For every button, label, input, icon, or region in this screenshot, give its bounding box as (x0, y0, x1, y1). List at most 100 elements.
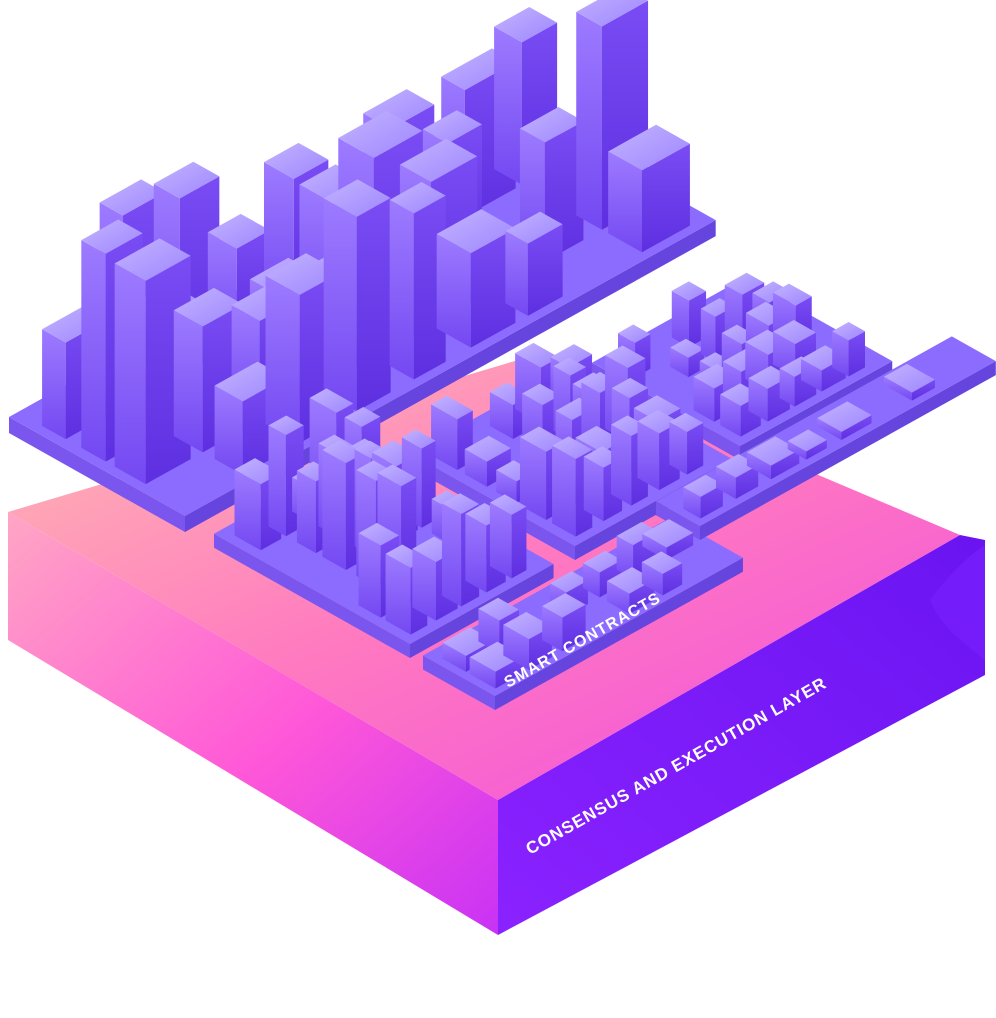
building-top-face (519, 107, 584, 143)
platform-side-left (656, 501, 700, 540)
building-top-face (605, 345, 646, 369)
building-left-face (173, 310, 203, 453)
building-left-face (385, 553, 411, 635)
building-top-face (436, 209, 516, 254)
building-left-face (389, 199, 414, 380)
building-top-face (522, 383, 561, 406)
building-top-face (489, 494, 527, 515)
building-top-face (642, 519, 694, 548)
building-93 (489, 494, 527, 579)
building-52 (464, 435, 511, 487)
building-right-face (470, 228, 516, 348)
building-110 (883, 363, 935, 401)
building-left-face (358, 533, 381, 618)
building-left-face (265, 275, 300, 444)
building-top-face (464, 435, 511, 462)
building-left-face (746, 452, 772, 480)
base-right-face (498, 535, 985, 935)
building-left-face (503, 624, 529, 670)
building-left-face (883, 376, 912, 401)
building-right-face (848, 331, 866, 377)
building-right-face (511, 506, 527, 579)
building-left-face (494, 26, 522, 185)
building-28 (608, 124, 690, 253)
building-left-face (779, 368, 795, 407)
building-left-face (442, 642, 466, 672)
building-top-face (153, 161, 220, 199)
building-top-face (207, 213, 270, 249)
building-top-face (683, 474, 723, 497)
building-left-face (671, 290, 690, 348)
building-top-face (616, 522, 658, 546)
building-47 (832, 322, 866, 377)
building-top-face (633, 395, 681, 422)
building-top-face (401, 429, 436, 449)
building-right-face (486, 448, 511, 487)
building-right-face (911, 379, 935, 401)
building-top-face (322, 439, 364, 464)
building-right-face (700, 484, 723, 519)
building-top-face (553, 357, 587, 376)
building-left-face (412, 548, 436, 621)
building-top-face (503, 611, 552, 640)
building-top-face (431, 395, 473, 420)
building-left-face (832, 331, 849, 377)
building-left-face (505, 230, 528, 316)
building-top-face (748, 365, 790, 389)
building-left-face (81, 240, 106, 462)
building-top-face (478, 597, 519, 621)
building-left-face (669, 421, 688, 475)
building-top-face (608, 124, 690, 171)
platform-side-left (423, 655, 495, 710)
building-top-face (542, 593, 586, 618)
building-right-face (687, 422, 704, 475)
building-top-face (617, 324, 651, 343)
building-top-face (442, 493, 480, 515)
building-left-face (700, 308, 716, 363)
building-left-face (431, 404, 458, 471)
building-right-face (735, 465, 759, 499)
building-top-face (358, 522, 399, 546)
building-right-face (495, 656, 524, 689)
building-left-face (520, 437, 547, 520)
building-27 (505, 211, 563, 316)
building-left-face (637, 421, 660, 491)
building-top-face (505, 211, 563, 244)
building-top-face (494, 6, 558, 43)
building-left-face (801, 358, 822, 392)
building-top-face (338, 110, 423, 158)
building-right-face (666, 532, 694, 561)
building-left-face (552, 445, 576, 537)
building-top-face (81, 219, 143, 254)
building-right-face (662, 563, 683, 596)
building-top-face (576, 0, 649, 27)
building-top-face (832, 322, 866, 341)
building-top-face (883, 363, 935, 393)
building-left-face (608, 151, 642, 253)
building-right-face (806, 439, 827, 460)
building-107 (746, 436, 800, 480)
building-left-face (464, 449, 487, 487)
platform-side-left (214, 533, 410, 658)
building-top-face (637, 409, 680, 434)
building-left-face (616, 535, 634, 579)
building-left-face (296, 470, 316, 554)
building-top-face (549, 571, 588, 593)
building-left-face (478, 608, 500, 654)
building-top-face (787, 429, 827, 452)
building-108 (787, 429, 827, 460)
buildings (42, 0, 935, 689)
building-left-face (606, 581, 630, 614)
building-top-face (670, 338, 705, 358)
platform-side-right (495, 557, 743, 710)
building-left-face (469, 657, 496, 689)
platform-side-left (9, 417, 185, 532)
building-102 (542, 593, 586, 652)
building-top-face (550, 344, 593, 368)
building-109 (817, 401, 872, 440)
building-24 (323, 179, 391, 412)
building-top-face (773, 319, 817, 345)
building-right-face (641, 143, 690, 253)
building-26 (436, 209, 516, 348)
